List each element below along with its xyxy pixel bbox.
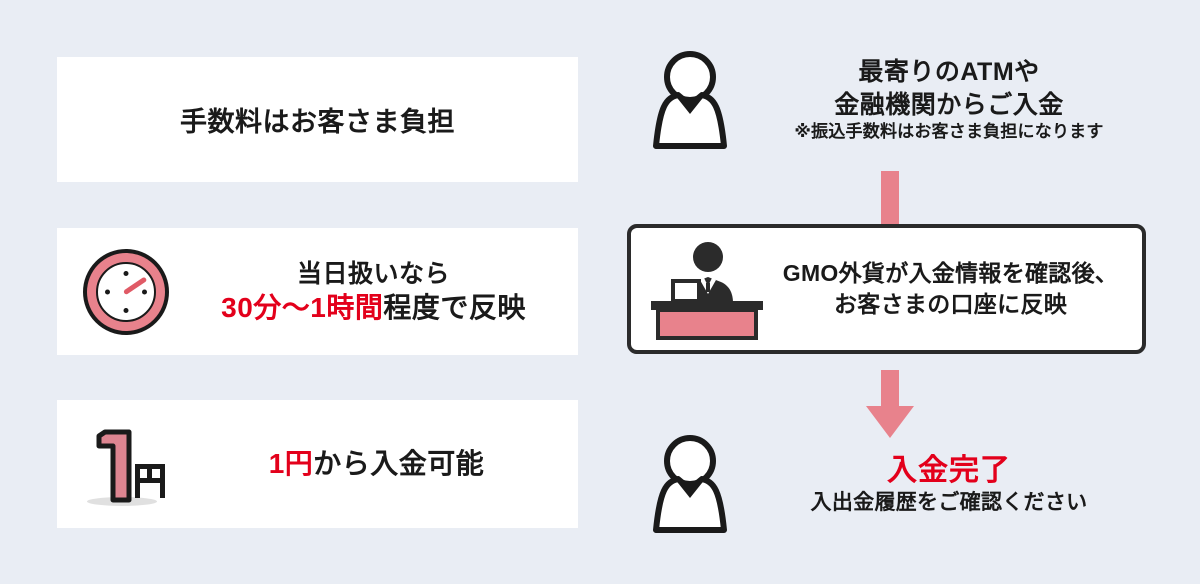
person-icon (648, 48, 732, 152)
person-icon (648, 432, 732, 536)
flow-step-complete-text: 入金完了 入出金履歴をご確認ください (732, 452, 1160, 517)
flow-step-confirm-line2: お客さまの口座に反映 (834, 291, 1067, 317)
flow-step-complete: 入金完了 入出金履歴をご確認ください (648, 432, 1160, 536)
flow-step-deposit: 最寄りのATMや 金融機関からご入金 ※振込手数料はお客さま負担になります (648, 48, 1160, 152)
flow-step-complete-sub: 入出金履歴をご確認ください (810, 491, 1088, 515)
deposit-flow: 最寄りのATMや 金融機関からご入金 ※振込手数料はお客さま負担になります (620, 40, 1160, 550)
feature-card-fee: 手数料はお客さま負担 (57, 57, 578, 182)
flow-step-deposit-note: ※振込手数料はお客さま負担になります (794, 122, 1104, 142)
feature-card-minimum-text: 1円から入金可能 (175, 446, 578, 482)
clock-icon (83, 248, 169, 335)
feature-card-minimum: 1円から入金可能 (57, 400, 578, 528)
feature-card-speed-line1: 当日扱いなら (296, 259, 450, 288)
bank-teller-icon (645, 237, 769, 341)
flow-step-deposit-text: 最寄りのATMや 金融機関からご入金 ※振込手数料はお客さま負担になります (732, 56, 1160, 143)
one-yen-icon (83, 418, 175, 510)
flow-step-confirm-text: GMO外貨が入金情報を確認後、 お客さまの口座に反映 (769, 258, 1142, 320)
feature-card-speed: 当日扱いなら 30分〜1時間程度で反映 (57, 228, 578, 355)
arrow-down-icon (858, 171, 922, 233)
flow-step-confirm-line1: GMO外貨が入金情報を確認後、 (782, 259, 1119, 286)
arrow-down-icon (858, 370, 922, 440)
feature-card-speed-rest: 程度で反映 (383, 291, 526, 323)
flow-step-complete-title: 入金完了 (887, 453, 1011, 487)
flow-step-deposit-line1: 最寄りのATMや (858, 58, 1040, 87)
feature-card-minimum-rest: から入金可能 (313, 448, 485, 480)
feature-card-minimum-line: 1円から入金可能 (175, 446, 578, 482)
flow-step-deposit-line2: 金融機関からご入金 (834, 90, 1064, 119)
feature-card-speed-line2: 30分〜1時間程度で反映 (169, 290, 578, 326)
feature-card-speed-highlight: 30分〜1時間 (221, 291, 384, 323)
flow-step-confirm: GMO外貨が入金情報を確認後、 お客さまの口座に反映 (627, 224, 1146, 354)
feature-card-minimum-highlight: 1円 (268, 448, 314, 480)
feature-card-speed-text: 当日扱いなら 30分〜1時間程度で反映 (169, 258, 578, 326)
feature-card-fee-title: 手数料はお客さま負担 (180, 107, 455, 137)
